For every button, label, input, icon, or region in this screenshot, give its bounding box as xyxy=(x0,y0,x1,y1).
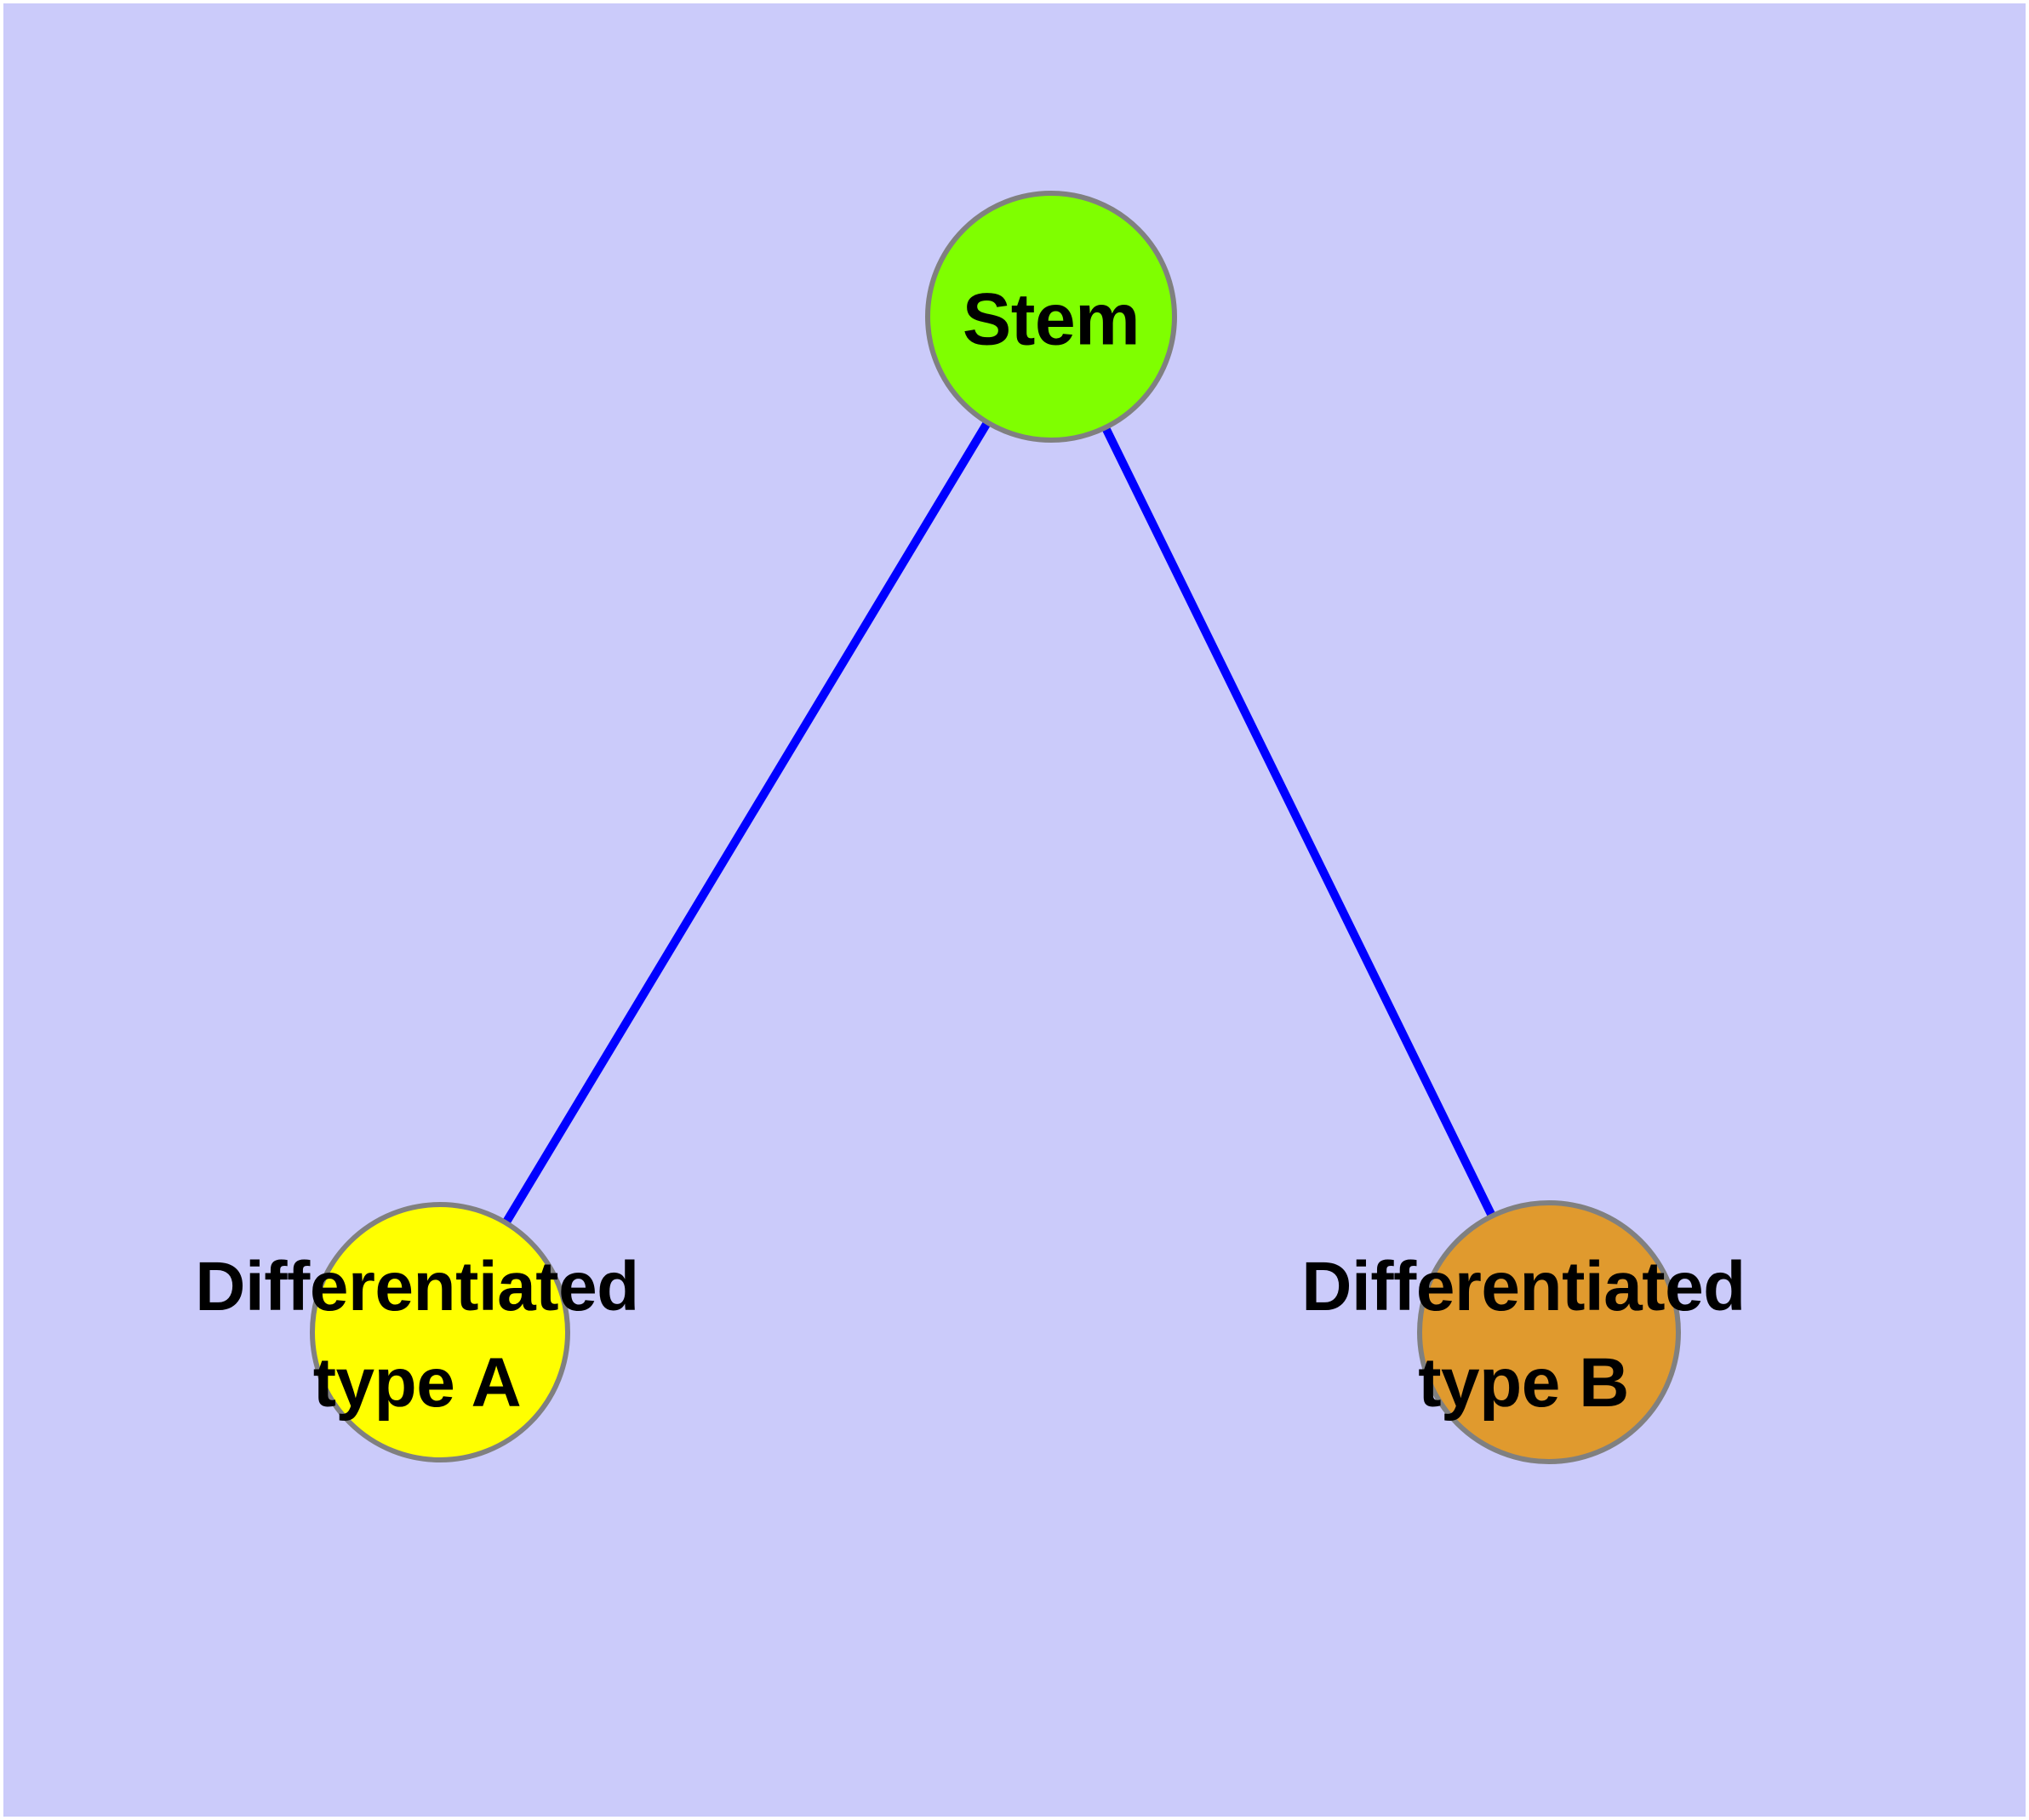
edge-stem-to-type-b xyxy=(1101,426,1496,1217)
node-differentiated-type-b[interactable] xyxy=(1417,1200,1681,1464)
edge-layer xyxy=(502,421,1496,1225)
graph-svg xyxy=(310,191,1681,1464)
edge-stem-to-type-a xyxy=(502,421,991,1225)
node-stem[interactable] xyxy=(925,191,1177,443)
node-differentiated-type-a[interactable] xyxy=(310,1202,570,1462)
node-layer xyxy=(310,191,1681,1464)
